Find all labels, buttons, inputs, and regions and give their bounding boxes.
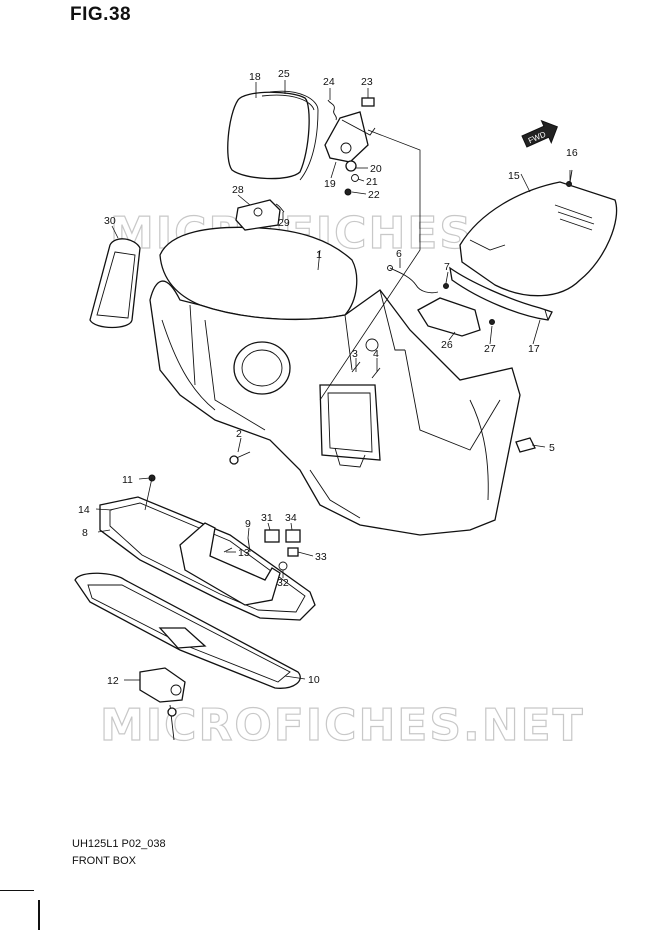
latch-28: [235, 199, 285, 231]
callout-27: 27: [484, 343, 496, 355]
callout-7: 7: [444, 261, 450, 273]
callout-13: 13: [238, 547, 250, 559]
callout-18: 18: [249, 71, 261, 83]
bracket-26: [387, 265, 495, 337]
corner-mark: [0, 890, 34, 931]
callout-24: 24: [323, 76, 335, 88]
callout-17: 17: [528, 343, 540, 355]
lid-30: [89, 238, 141, 329]
callout-labels: 1 2 3 4 5 6 7 8 9 10 11 12 13 14 15 16 1…: [78, 68, 578, 687]
callout-9: 9: [245, 518, 251, 530]
callout-5: 5: [549, 442, 555, 454]
callout-16: 16: [566, 147, 578, 159]
callout-22: 22: [368, 189, 380, 201]
cushion-pad: [227, 90, 319, 181]
lock-12: [139, 667, 186, 741]
callout-8: 8: [82, 527, 88, 539]
callout-28: 28: [232, 184, 244, 196]
callout-31: 31: [261, 512, 273, 524]
callout-1: 1: [316, 249, 322, 261]
callout-2: 2: [236, 428, 242, 440]
diagram-caption: FRONT BOX: [72, 855, 136, 867]
leader-lines: [95, 80, 571, 681]
callout-25: 25: [278, 68, 290, 80]
callout-34: 34: [285, 512, 297, 524]
callout-6: 6: [396, 248, 402, 260]
callout-29: 29: [278, 217, 290, 229]
callout-14: 14: [78, 504, 90, 516]
diagram-code: UH125L1 P02_038: [72, 838, 166, 850]
panel-10: [74, 572, 301, 689]
callout-3: 3: [352, 348, 358, 360]
hinge-bracket: [324, 97, 376, 196]
callout-4: 4: [373, 348, 379, 360]
callout-26: 26: [441, 339, 453, 351]
callout-19: 19: [324, 178, 336, 190]
front-box-body: [149, 226, 521, 536]
cover-15: [449, 181, 618, 321]
callout-12: 12: [107, 675, 119, 687]
hardware: [223, 169, 573, 571]
callout-23: 23: [361, 76, 373, 88]
callout-30: 30: [104, 215, 116, 227]
watermark-bottom: MICROFICHES.NET: [100, 700, 585, 751]
fwd-arrow: FWD: [521, 119, 558, 148]
callout-33: 33: [315, 551, 327, 563]
box-opening: [319, 384, 381, 461]
callout-11: 11: [122, 474, 133, 486]
figure-title: FIG.38: [70, 4, 132, 25]
corner-bar: [38, 900, 40, 930]
callout-32: 32: [277, 577, 289, 589]
callout-20: 20: [370, 163, 382, 175]
callout-10: 10: [308, 674, 320, 686]
tray-8: [99, 474, 316, 621]
callout-15: 15: [508, 170, 520, 182]
callout-21: 21: [366, 176, 378, 188]
